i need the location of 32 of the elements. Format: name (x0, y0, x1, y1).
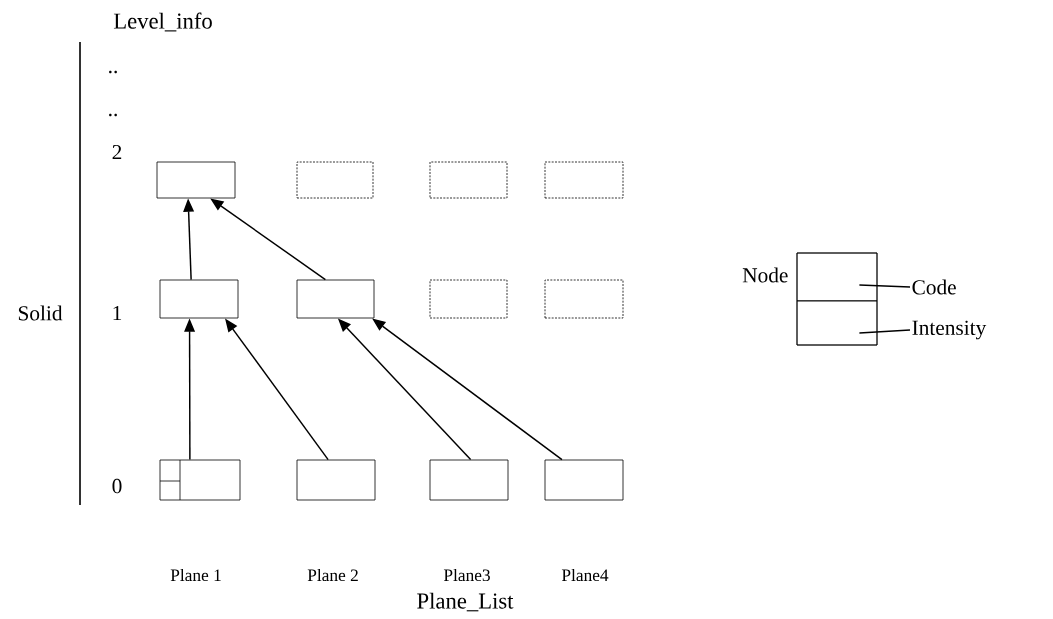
cell (796, 252, 878, 302)
axis-title: Level_info (113, 12, 212, 32)
plane-label: Plane 1 (170, 568, 221, 582)
node-box (159, 279, 239, 319)
ellipsis: .. (109, 70, 117, 74)
node-box (429, 459, 509, 501)
field-label: Code (912, 279, 956, 295)
dashed-box (296, 161, 374, 199)
arrow (372, 318, 563, 461)
node-box (544, 459, 624, 501)
dashed-box (429, 279, 508, 319)
leader-line (858, 329, 911, 334)
leader-line (858, 284, 911, 288)
field-label: Intensity (912, 320, 987, 340)
ellipsis: .. (109, 113, 117, 117)
plane-label: Plane3 (443, 568, 490, 582)
axis-label: Solid (18, 305, 63, 321)
dashed-box (429, 161, 508, 199)
plane-label: Plane 2 (307, 568, 358, 582)
node-box (159, 459, 241, 501)
level-number: 2 (112, 144, 122, 160)
node-box (296, 459, 376, 501)
dashed-box (544, 279, 624, 319)
plane-label: Plane4 (561, 568, 609, 582)
node-box (296, 279, 375, 319)
level-number: 0 (112, 478, 122, 494)
node-box (156, 161, 236, 199)
level-number: 1 (113, 306, 122, 321)
axis-title: Plane_List (417, 592, 514, 612)
node-label: Node (742, 267, 788, 283)
cell (796, 300, 878, 346)
dashed-box (544, 161, 624, 199)
